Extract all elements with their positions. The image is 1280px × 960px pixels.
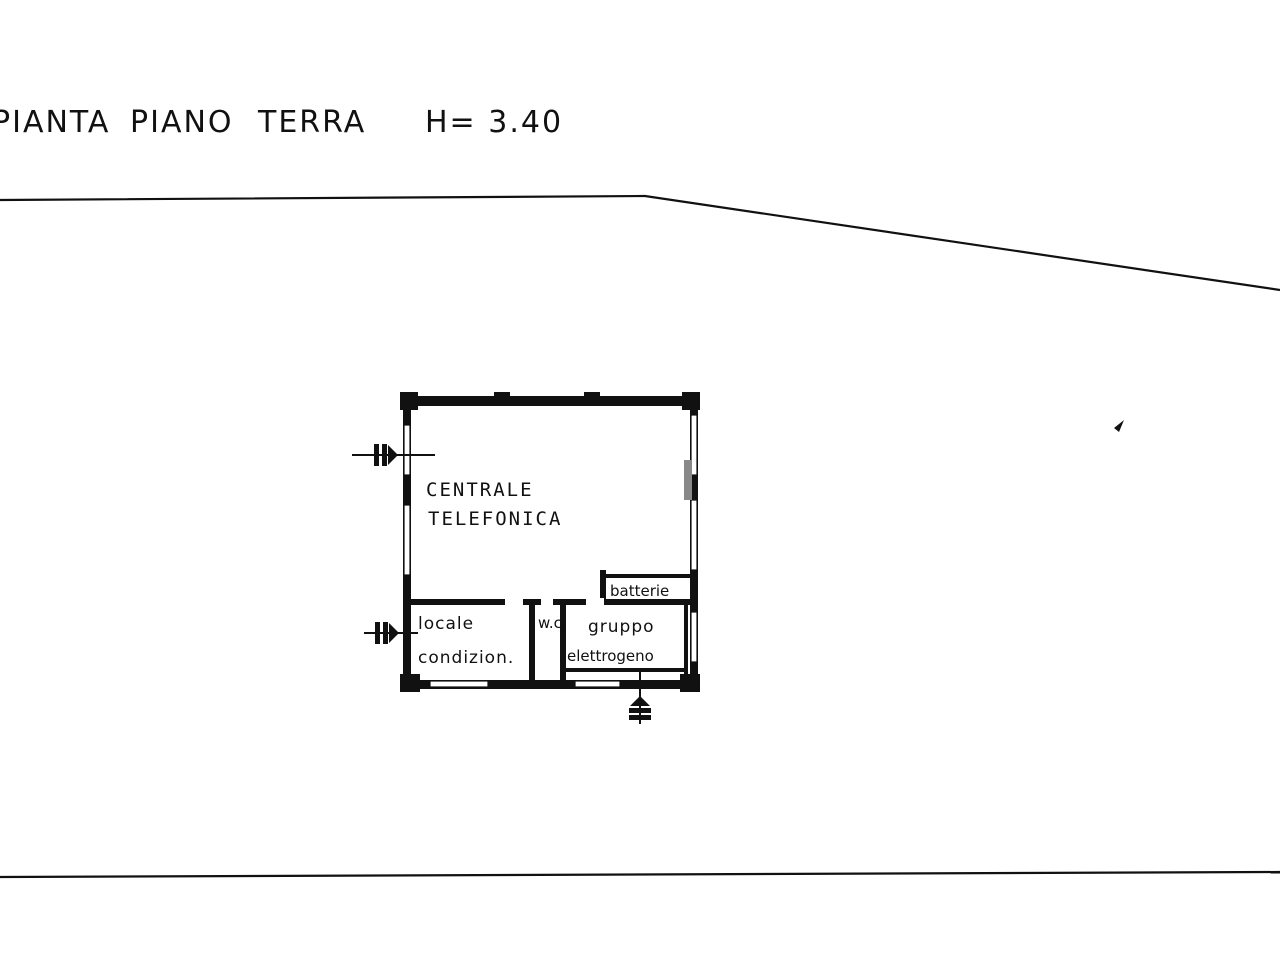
title-plan-name: PIANTA <box>0 105 110 140</box>
title-height: H= 3.40 <box>425 105 563 140</box>
building <box>400 392 700 692</box>
window-right-lower <box>690 611 698 663</box>
window-left-upper <box>403 424 411 476</box>
plan-title: PIANTA PIANO TERRA H= 3.40 <box>0 105 563 140</box>
label-ac-line1: locale <box>418 614 474 634</box>
wall-top <box>402 396 698 406</box>
partition-generator-bottom <box>566 668 686 672</box>
wall-bottom <box>402 680 698 689</box>
entry-symbol-upper <box>352 444 435 466</box>
partition-ac-wc <box>529 603 535 683</box>
entry-lower-mark-1 <box>375 622 380 644</box>
right-wall-detail <box>684 460 692 500</box>
entry-symbol-lower <box>364 622 418 644</box>
entry-upper-arrow <box>388 445 398 465</box>
pillar-top-right <box>682 392 700 410</box>
entry-lower-arrow <box>389 623 399 643</box>
partition-battery-top <box>600 574 690 578</box>
pillar-bottom-left <box>400 674 420 692</box>
label-main-line1: CENTRALE <box>426 479 534 501</box>
site-boundary <box>0 194 1280 879</box>
window-right-upper <box>690 414 698 476</box>
pillar-top-1 <box>494 392 510 406</box>
label-wc: w.c. <box>538 614 567 632</box>
entry-upper-mark-2 <box>382 444 387 466</box>
partition-battery-left <box>600 570 606 602</box>
partition-wc-generator <box>560 603 566 683</box>
title-floor: PIANO <box>130 105 234 140</box>
site-boundary-bottom <box>0 870 1280 879</box>
pillar-top-left <box>400 392 418 410</box>
window-bottom-left <box>429 680 489 688</box>
label-main-line2: TELEFONICA <box>428 508 562 530</box>
orientation-mark <box>1114 420 1124 432</box>
label-generator-line1: gruppo <box>588 617 655 637</box>
door-gap-generator <box>586 598 604 606</box>
entry-bottom-mark-1 <box>629 708 651 713</box>
window-bottom-right <box>574 680 621 688</box>
site-boundary-top <box>0 194 1280 292</box>
label-generator-line2: elettrogeno <box>567 647 654 665</box>
entry-lower-mark-2 <box>383 622 388 644</box>
entry-upper-mark-1 <box>374 444 379 466</box>
label-batteries: batterie <box>610 582 669 600</box>
pillar-bottom-right <box>680 674 700 692</box>
door-gap-ac <box>505 598 523 606</box>
entry-bottom-mark-2 <box>629 715 651 720</box>
label-ac-line2: condizion. <box>418 648 514 668</box>
window-left-mid <box>403 504 411 576</box>
partition-generator-right <box>684 605 688 675</box>
door-gap-wc <box>541 598 553 606</box>
title-level: TERRA <box>257 105 366 140</box>
entry-symbol-bottom <box>629 672 651 724</box>
window-right-mid <box>690 499 698 571</box>
entry-bottom-arrow <box>630 696 650 706</box>
pillar-top-2 <box>584 392 600 406</box>
